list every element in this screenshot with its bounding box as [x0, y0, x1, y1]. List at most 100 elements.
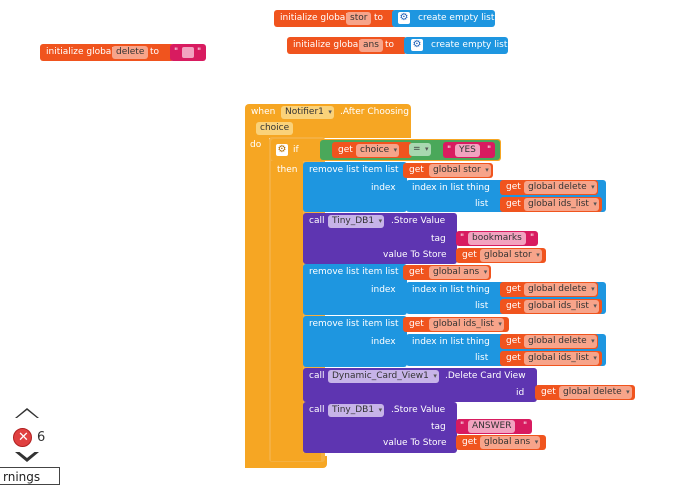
- value-to-store-label: value To Store: [383, 250, 447, 260]
- get-global-ans-block[interactable]: get global ans: [403, 265, 491, 280]
- global-delete-dropdown[interactable]: global delete: [524, 181, 597, 194]
- global-delete-dropdown[interactable]: global delete: [559, 386, 632, 399]
- get-label: get: [506, 284, 521, 294]
- index-in-list-label: index in list thing: [412, 285, 490, 295]
- answer-text-block[interactable]: " ANSWER ": [456, 419, 532, 434]
- equals-operator-dropdown[interactable]: =: [409, 143, 431, 156]
- get-global-ids-list-block[interactable]: get global ids_list: [403, 317, 509, 332]
- get-label: get: [506, 353, 521, 363]
- get-choice-block[interactable]: get choice: [332, 142, 412, 158]
- previous-warning-arrow-icon[interactable]: [15, 408, 39, 418]
- if-body-left: [271, 161, 303, 457]
- yes-text-block[interactable]: " YES ": [443, 142, 495, 158]
- global-stor-name[interactable]: stor: [346, 12, 372, 25]
- get-global-delete-id-block[interactable]: get global delete: [535, 385, 635, 400]
- do-label: do: [250, 140, 262, 150]
- global-delete-name[interactable]: delete: [112, 46, 149, 59]
- get-global-ids-list-block-3[interactable]: get global ids_list: [500, 351, 602, 366]
- get-label: get: [506, 199, 521, 209]
- global-ans-name[interactable]: ans: [359, 39, 383, 52]
- global-ids-list-dropdown[interactable]: global ids_list: [524, 198, 599, 211]
- error-icon: ✕: [13, 428, 32, 447]
- bookmarks-text-block[interactable]: " bookmarks ": [456, 231, 538, 246]
- choice-dropdown[interactable]: choice: [356, 144, 400, 157]
- index-in-list-label: index in list thing: [412, 183, 490, 193]
- answer-text-value[interactable]: ANSWER: [468, 420, 516, 433]
- global-ans-dropdown[interactable]: global ans: [480, 436, 541, 449]
- empty-text-field[interactable]: [182, 47, 194, 58]
- global-delete-block[interactable]: initialize global delete to: [40, 44, 174, 61]
- global-ans-init-label: initialize global: [293, 40, 361, 50]
- get-label: get: [409, 319, 424, 329]
- quote-right: ": [523, 421, 528, 431]
- remove-list-item-ans-block[interactable]: remove list item list index: [303, 264, 407, 315]
- next-warning-arrow-icon[interactable]: [15, 450, 39, 462]
- get-global-ids-list-block-2[interactable]: get global ids_list: [500, 299, 602, 314]
- global-stor-empty-list[interactable]: ⚙ create empty list: [392, 10, 495, 27]
- value-to-store-label: value To Store: [383, 438, 447, 448]
- tag-label: tag: [431, 422, 446, 432]
- store-value-method-label: .Store Value: [391, 405, 446, 415]
- tinydb-component-dropdown[interactable]: Tiny_DB1: [328, 215, 385, 228]
- index-label: index: [371, 183, 396, 193]
- get-label: get: [409, 267, 424, 277]
- global-ans-to-label: to: [385, 40, 395, 50]
- remove-list-item-label: remove list item list: [309, 165, 399, 175]
- yes-text-value[interactable]: YES: [455, 144, 480, 157]
- global-stor-dropdown[interactable]: global stor: [480, 249, 542, 262]
- global-ans-block[interactable]: initialize global ans to: [287, 37, 407, 54]
- tinydb-component-dropdown[interactable]: Tiny_DB1: [328, 404, 385, 417]
- get-global-stor-value-block[interactable]: get global stor: [456, 248, 546, 263]
- tag-label: tag: [431, 234, 446, 244]
- list-label: list: [475, 301, 489, 311]
- remove-list-item-label: remove list item list: [309, 267, 399, 277]
- index-label: index: [371, 337, 396, 347]
- get-global-ids-list-block-1[interactable]: get global ids_list: [500, 197, 602, 212]
- get-label: get: [338, 145, 353, 155]
- remove-list-item-stor-block[interactable]: remove list item list index: [303, 162, 407, 212]
- event-name-label: .After Choosing: [340, 107, 409, 117]
- get-global-delete-block-3[interactable]: get global delete: [500, 334, 598, 349]
- call-label: call: [309, 371, 325, 381]
- tinydb-store-bookmarks-block[interactable]: call Tiny_DB1 .Store Value tag value To …: [303, 213, 457, 264]
- global-delete-dropdown[interactable]: global delete: [524, 335, 597, 348]
- global-ids-list-dropdown[interactable]: global ids_list: [524, 352, 599, 365]
- global-delete-to-label: to: [150, 47, 160, 57]
- if-label: if: [293, 145, 299, 155]
- dynamic-card-delete-block[interactable]: call Dynamic_Card_View1 .Delete Card Vie…: [303, 368, 537, 402]
- bookmarks-text-value[interactable]: bookmarks: [468, 232, 526, 245]
- global-ans-empty-list[interactable]: ⚙ create empty list: [404, 37, 508, 54]
- notifier-component-dropdown[interactable]: Notifier1: [281, 106, 334, 119]
- if-bottom: [271, 453, 321, 461]
- remove-list-item-ids-block[interactable]: remove list item list index: [303, 316, 407, 367]
- global-delete-dropdown[interactable]: global delete: [524, 283, 597, 296]
- empty-list-label: create empty list: [431, 40, 508, 50]
- global-ids-list-dropdown[interactable]: global ids_list: [429, 318, 504, 331]
- global-ans-dropdown[interactable]: global ans: [429, 266, 490, 279]
- dynamic-card-component-dropdown[interactable]: Dynamic_Card_View1: [328, 370, 439, 383]
- global-stor-block[interactable]: initialize global stor to: [274, 10, 396, 27]
- global-ids-list-dropdown[interactable]: global ids_list: [524, 300, 599, 313]
- index-in-list-label: index in list thing: [412, 337, 490, 347]
- global-delete-text-value[interactable]: " ": [170, 44, 206, 61]
- get-global-ans-value-block[interactable]: get global ans: [456, 435, 546, 450]
- get-global-delete-block-2[interactable]: get global delete: [500, 282, 598, 297]
- global-delete-init-label: initialize global: [46, 47, 114, 57]
- show-warnings-button[interactable]: rnings: [0, 467, 60, 485]
- compare-block[interactable]: get choice = " YES ": [320, 140, 500, 160]
- gear-icon[interactable]: ⚙: [411, 39, 423, 51]
- quote-left: ": [460, 421, 465, 431]
- delete-card-view-method-label: .Delete Card View: [445, 371, 526, 381]
- remove-list-item-label: remove list item list: [309, 319, 399, 329]
- gear-icon[interactable]: ⚙: [398, 12, 410, 24]
- get-global-delete-block-1[interactable]: get global delete: [500, 180, 598, 195]
- get-global-stor-block[interactable]: get global stor: [403, 163, 493, 178]
- gear-icon[interactable]: ⚙: [276, 144, 288, 156]
- then-label: then: [277, 165, 298, 175]
- choice-param[interactable]: choice: [256, 122, 294, 135]
- global-stor-dropdown[interactable]: global stor: [429, 164, 491, 177]
- list-label: list: [475, 199, 489, 209]
- event-block[interactable]: when Notifier1 .After Choosing choice: [245, 104, 411, 138]
- tinydb-store-answer-block[interactable]: call Tiny_DB1 .Store Value tag value To …: [303, 402, 457, 453]
- quote-left: ": [460, 233, 465, 243]
